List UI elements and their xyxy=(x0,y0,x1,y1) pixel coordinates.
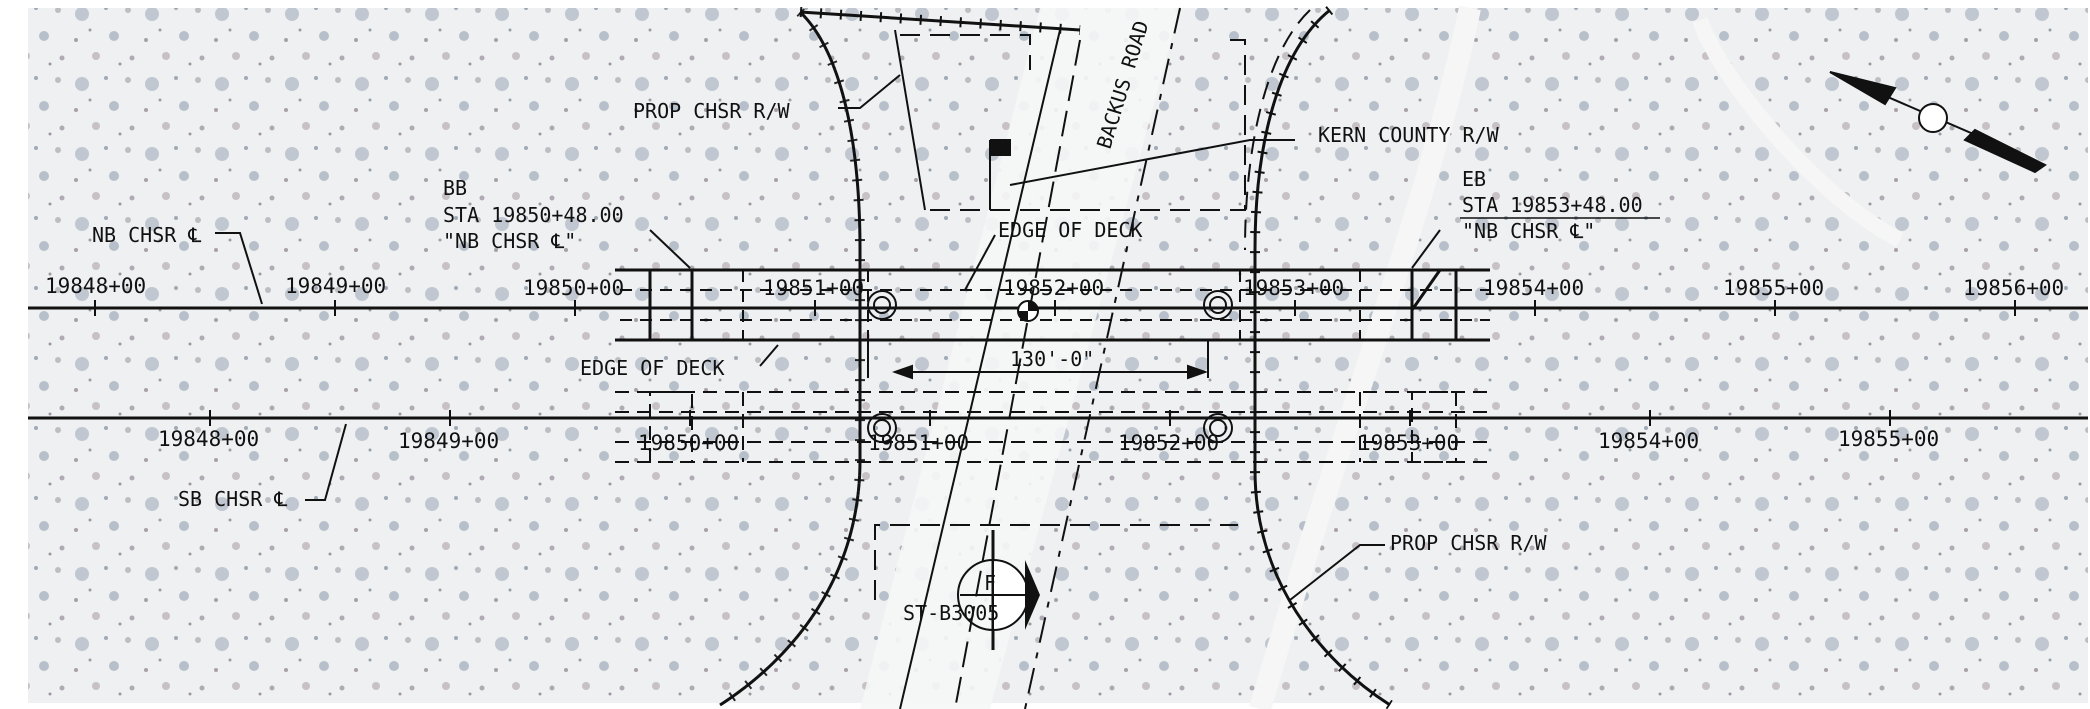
nb-station-label: 19855+00 xyxy=(1723,276,1824,300)
nb-station-label: 19848+00 xyxy=(45,274,146,298)
sb-station-label: 19849+00 xyxy=(398,429,499,453)
eb-label: EB xyxy=(1462,167,1486,191)
edge-of-deck-upper-label: EDGE OF DECK xyxy=(998,218,1143,242)
span-dimension xyxy=(867,340,1209,380)
pier-markers xyxy=(867,290,1233,443)
eb-alignment: "NB CHSR ℄" xyxy=(1462,219,1595,243)
sb-deck xyxy=(615,391,1490,463)
kern-county-rw-label: KERN COUNTY R/W xyxy=(1318,123,1500,147)
sb-station-label: 19855+00 xyxy=(1838,427,1939,451)
sb-station-ticks xyxy=(209,410,1891,426)
section-cut-marker xyxy=(957,530,1040,650)
nb-station-label: 19851+00 xyxy=(763,276,864,300)
section-sheet: ST-B3005 xyxy=(903,601,999,625)
prop-chsr-rw-top-label: PROP CHSR R/W xyxy=(633,99,790,123)
prop-chsr-rw-right xyxy=(1244,6,1393,709)
nb-station-ticks xyxy=(94,300,2016,316)
section-letter: F xyxy=(984,571,996,595)
backus-road-edges xyxy=(899,7,1181,709)
sb-station-label: 19853+00 xyxy=(1358,431,1459,455)
span-dimension-label: 130'-0" xyxy=(1010,347,1094,371)
sb-station-label: 19851+00 xyxy=(868,431,969,455)
north-arrow-icon xyxy=(1829,71,2047,174)
kern-county-rw xyxy=(900,34,1246,211)
kern-county-rw-solid xyxy=(894,29,926,211)
sb-station-label: 19854+00 xyxy=(1598,429,1699,453)
nb-deck-dashes xyxy=(620,270,1490,340)
sb-station-label: 19850+00 xyxy=(638,431,739,455)
nb-station-label: 19852+00 xyxy=(1003,276,1104,300)
nb-station-label: 19856+00 xyxy=(1963,276,2064,300)
nb-station-label: 19853+00 xyxy=(1243,276,1344,300)
sb-chsr-label: SB CHSR ℄ xyxy=(178,487,287,511)
bb-label: BB xyxy=(443,176,467,200)
edge-of-deck-left-label: EDGE OF DECK xyxy=(580,356,725,380)
leader-lines xyxy=(215,74,1441,601)
sb-station-label: 19848+00 xyxy=(158,427,259,451)
nb-chsr-label: NB CHSR ℄ xyxy=(92,223,201,247)
dirt-track xyxy=(1249,5,1481,709)
lower-rw xyxy=(874,524,1238,600)
eb-station: STA 19853+48.00 xyxy=(1462,193,1643,217)
dirt-track-2 xyxy=(1692,17,1904,248)
center-survey-marker-icon xyxy=(1017,300,1039,322)
prop-chsr-rw-top xyxy=(799,7,1081,35)
nb-station-label: 19849+00 xyxy=(285,274,386,298)
prop-chsr-rw-bottom-label: PROP CHSR R/W xyxy=(1390,531,1547,555)
flag-icon xyxy=(989,139,1011,210)
sb-station-label: 19852+00 xyxy=(1118,431,1219,455)
nb-station-label: 19850+00 xyxy=(523,276,624,300)
prop-chsr-rw-left xyxy=(717,8,865,709)
bb-station: STA 19850+48.00 xyxy=(443,203,624,227)
bb-alignment: "NB CHSR ℄" xyxy=(443,229,576,253)
nb-station-label: 19854+00 xyxy=(1483,276,1584,300)
